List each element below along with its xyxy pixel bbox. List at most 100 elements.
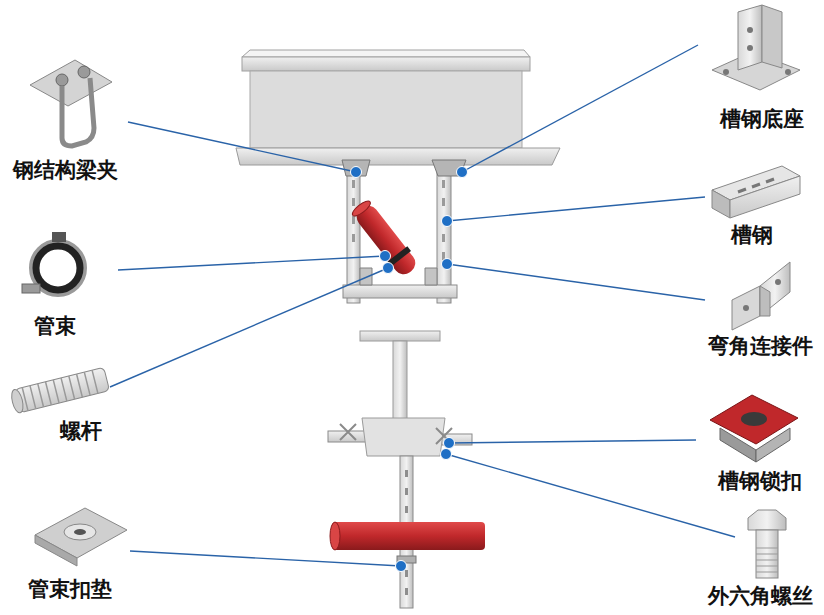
rod-end <box>10 388 26 414</box>
upper-i-beam <box>236 50 560 165</box>
lock-hole <box>741 412 767 426</box>
hole <box>747 45 753 51</box>
bolt-head <box>56 74 68 86</box>
angle-bracket <box>360 268 372 285</box>
channel-slots <box>738 179 774 192</box>
beam-top-flange <box>360 331 440 341</box>
leader-dot <box>442 216 453 227</box>
base-channel-side <box>762 5 782 68</box>
leader-line <box>130 551 401 566</box>
lock-nut-body <box>720 428 756 462</box>
part-name: 槽钢底座 <box>720 106 804 131</box>
part-name: 钢结构梁夹 <box>13 157 118 182</box>
red-pipe <box>333 522 485 550</box>
beam-bottom-flange <box>362 418 445 456</box>
leader-dot <box>457 167 468 178</box>
slot <box>405 470 408 477</box>
leader-line <box>110 268 388 387</box>
leader-line <box>446 454 735 537</box>
hole <box>723 69 729 75</box>
slot <box>405 588 408 595</box>
part-name: 外六角螺丝 <box>708 583 813 608</box>
beam-top-face <box>242 50 530 57</box>
angle-bracket <box>425 268 437 285</box>
threaded-rod-icon <box>10 367 110 414</box>
bolt-shank <box>756 530 778 578</box>
rod-body <box>14 367 109 413</box>
bracket-gusset <box>760 286 770 316</box>
bolt-head <box>748 510 786 530</box>
slot <box>442 180 445 188</box>
lower-i-beam <box>328 331 485 608</box>
leader-line <box>447 264 705 300</box>
slot <box>405 506 408 513</box>
hex-bolt-icon <box>748 510 786 578</box>
slot <box>352 216 355 224</box>
rod-thread <box>22 370 98 411</box>
pipe-pad-icon <box>35 508 127 566</box>
part-name: 管束扣垫 <box>28 576 112 601</box>
part-name: 管束 <box>34 313 76 338</box>
channel-side <box>730 176 800 218</box>
pad-hole <box>74 529 86 535</box>
bracket-leg <box>760 262 790 316</box>
bracket-leg <box>732 286 760 330</box>
strut-right <box>437 165 451 303</box>
bolt-thread <box>756 548 778 572</box>
beam-web <box>393 341 407 421</box>
slot <box>352 198 355 206</box>
base-channel <box>738 5 762 70</box>
lock-nut-body <box>756 428 790 462</box>
leader-line <box>462 45 698 172</box>
slot <box>405 488 408 495</box>
angle-bracket-icon <box>732 262 790 330</box>
slot <box>442 198 445 206</box>
leader-dot <box>396 561 407 572</box>
slot <box>405 570 408 577</box>
leader-dot <box>442 259 453 270</box>
channel-icon <box>712 166 800 218</box>
u-bolt <box>62 78 94 146</box>
part-name: 弯角连接件 <box>708 333 813 358</box>
strut-cross <box>343 285 457 298</box>
leader-line <box>449 440 696 443</box>
leader-dot <box>351 167 362 178</box>
slot <box>352 234 355 242</box>
clamp-plate <box>30 60 112 106</box>
leader-line <box>118 256 385 270</box>
lock-nut-icon <box>710 395 798 462</box>
slot <box>352 180 355 188</box>
bolt-head <box>78 66 90 78</box>
leader-dot <box>444 438 455 449</box>
pipe-end <box>350 199 372 219</box>
clamp-ear <box>22 284 40 293</box>
hole <box>747 27 753 33</box>
beam-clamp-icon <box>30 60 112 146</box>
slot <box>442 234 445 242</box>
clamp-nut <box>52 232 66 242</box>
upper-frame <box>342 160 466 303</box>
leader-dots <box>351 167 468 572</box>
channel-base-icon <box>712 5 800 90</box>
leader-dot <box>380 251 391 262</box>
leader-lines <box>110 45 735 566</box>
rubber-liner <box>36 246 80 290</box>
red-pipe <box>349 197 421 279</box>
pad-edge <box>35 535 77 566</box>
beam-top-flange <box>242 57 530 71</box>
pipe-end <box>330 522 340 550</box>
leader-line <box>128 122 356 172</box>
pipe-body <box>353 202 420 279</box>
hole <box>775 279 781 285</box>
hole <box>743 305 749 311</box>
pipe-clamp-icon <box>22 232 85 295</box>
part-name: 槽钢 <box>731 222 773 247</box>
part-name: 槽钢锁扣 <box>718 468 802 493</box>
hole <box>785 69 791 75</box>
beam-clamps <box>340 424 452 444</box>
pad-washer <box>64 524 96 540</box>
beam-web <box>250 71 522 148</box>
